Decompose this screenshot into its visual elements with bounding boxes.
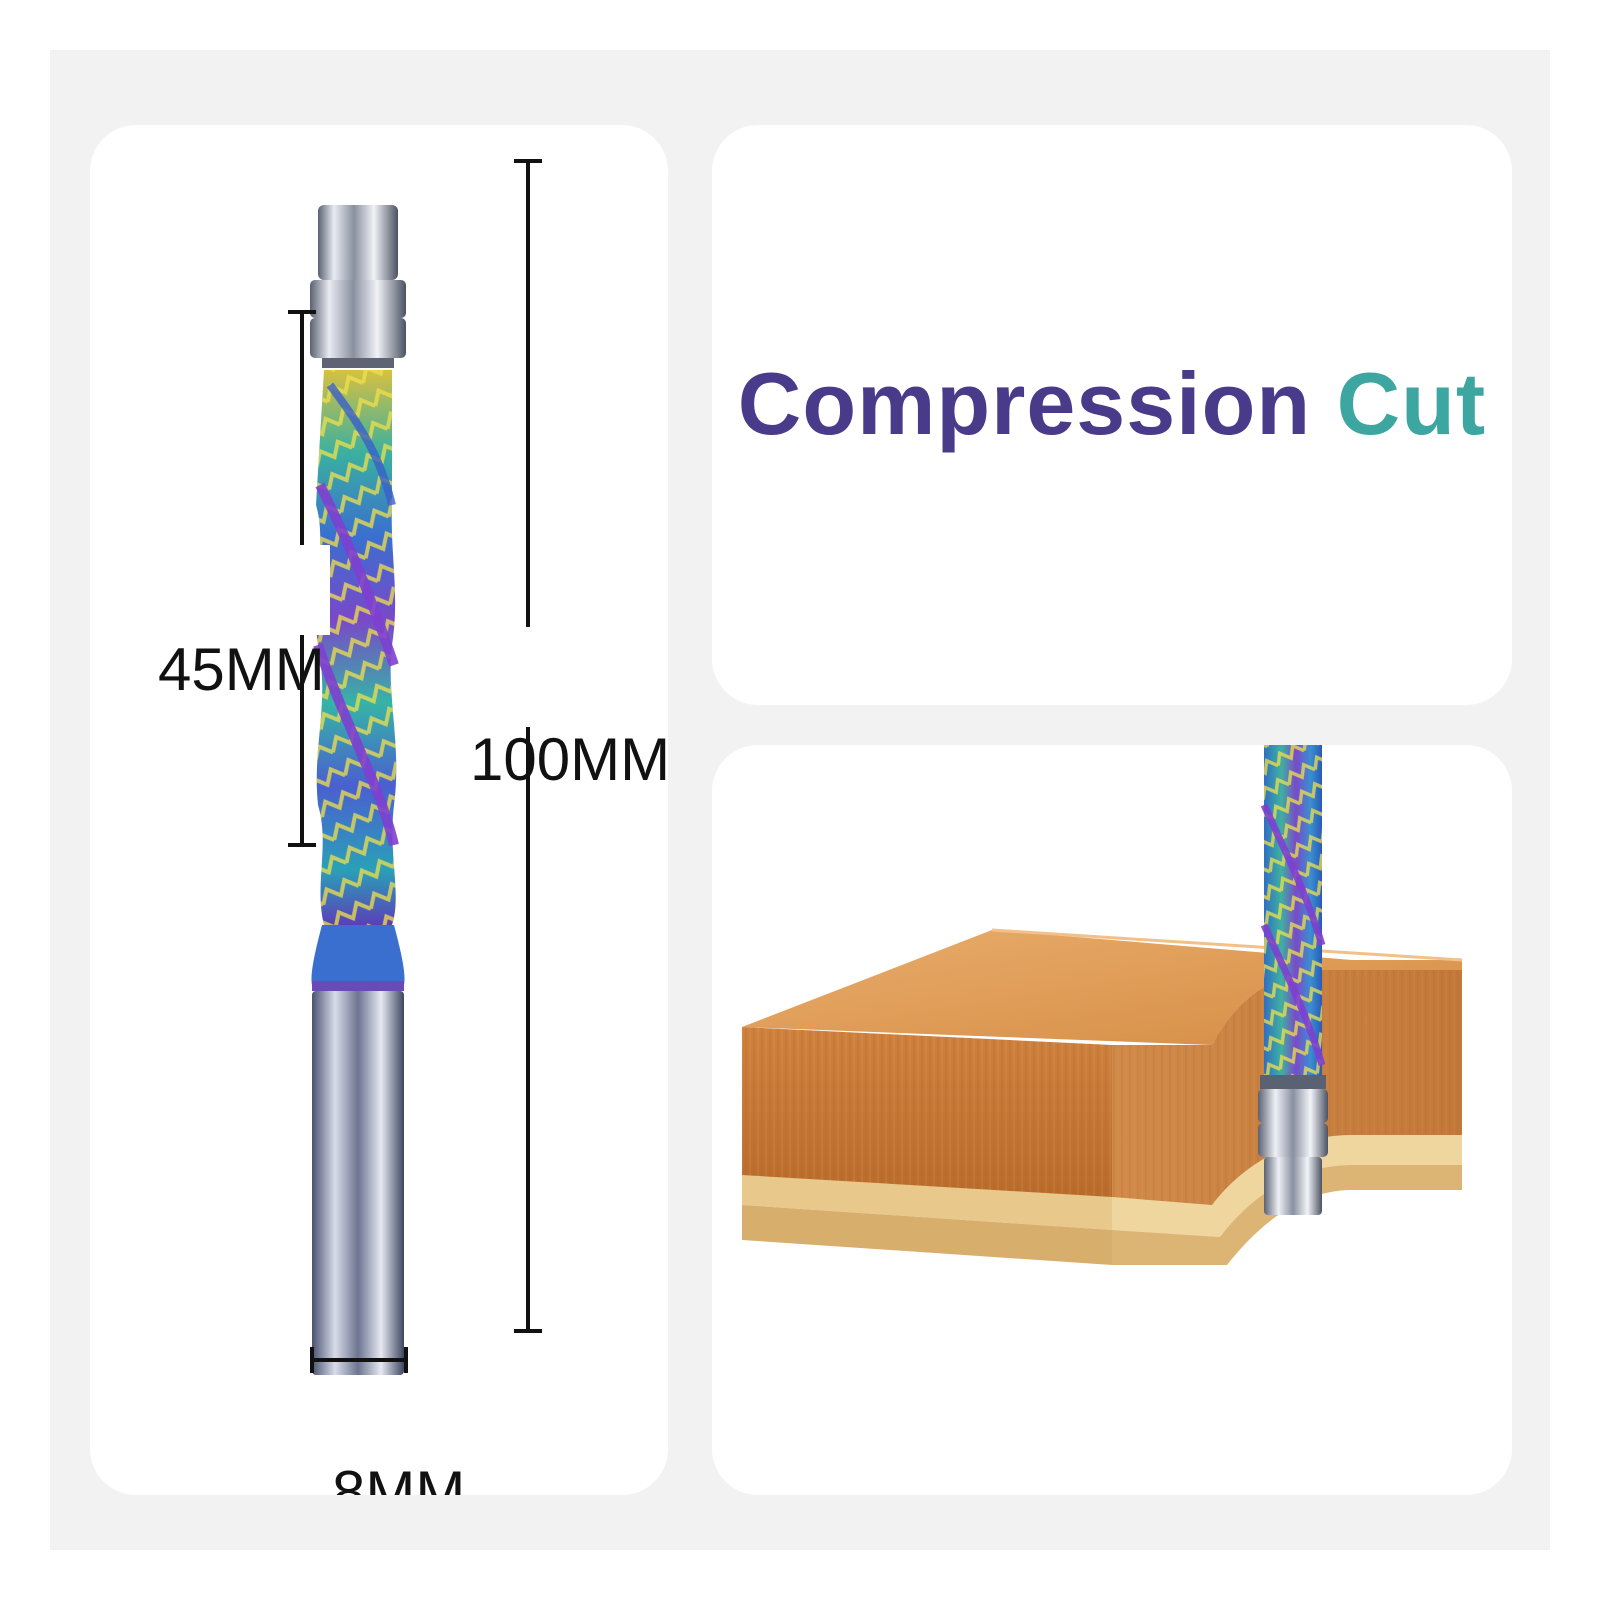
wood-block-illustration <box>742 745 1463 1265</box>
cutting-length-label: 45MM <box>158 636 325 703</box>
shank-diameter-label: 8MM <box>332 1459 466 1496</box>
router-bit-drawing <box>280 159 560 1375</box>
title-card: Compression Cut <box>712 125 1512 705</box>
product-title: Compression Cut <box>712 353 1512 455</box>
usage-illustration-card <box>712 745 1512 1495</box>
title-word-cut: Cut <box>1336 354 1487 453</box>
title-word-compression: Compression <box>737 354 1312 453</box>
dimension-card: 45MM 100MM 8MM <box>90 125 668 1495</box>
product-image-canvas: 45MM 100MM 8MM Compression Cut <box>50 50 1550 1550</box>
overall-length-label: 100MM <box>470 726 668 793</box>
